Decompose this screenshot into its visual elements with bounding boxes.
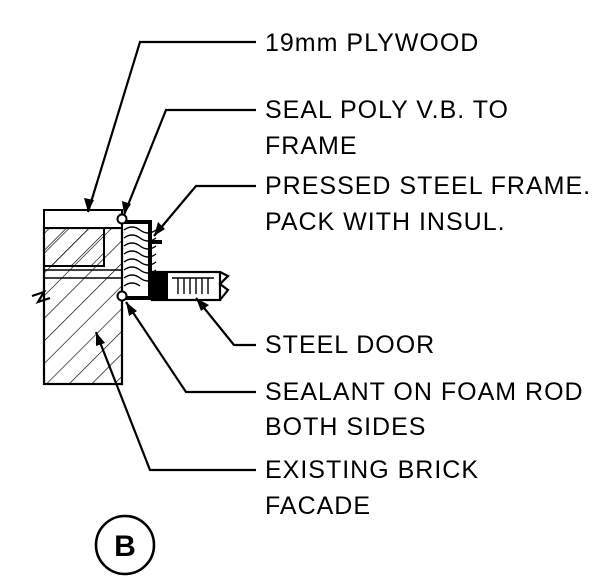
frame-label-line2: PACK WITH INSUL. — [265, 208, 506, 236]
plywood-label: 19mm PLYWOOD — [265, 29, 479, 57]
leader-lines — [84, 40, 256, 472]
seal-label-line1: SEAL POLY V.B. TO — [265, 96, 509, 124]
frame-label-line1: PRESSED STEEL FRAME. — [265, 172, 591, 200]
arrowhead — [196, 298, 209, 311]
arrowhead — [122, 201, 131, 215]
brick-label-line1: EXISTING BRICK — [265, 456, 479, 484]
steel-door — [150, 270, 230, 302]
foam-rod-seals — [116, 213, 128, 302]
seal-label-line2: FRAME — [265, 132, 358, 160]
sealant-label-line1: SEALANT ON FOAM ROD — [265, 378, 584, 406]
arrowhead — [154, 222, 165, 236]
arrowhead — [126, 302, 137, 316]
door-label: STEEL DOOR — [265, 331, 435, 359]
detail-callout: B — [94, 514, 156, 576]
detail-callout-letter: B — [114, 530, 136, 563]
arrowhead — [84, 198, 94, 212]
arrowhead — [96, 332, 105, 346]
plywood-panel — [43, 209, 123, 267]
brick-label-line2: FACADE — [265, 492, 371, 520]
sealant-label-line2: BOTH SIDES — [265, 413, 426, 441]
